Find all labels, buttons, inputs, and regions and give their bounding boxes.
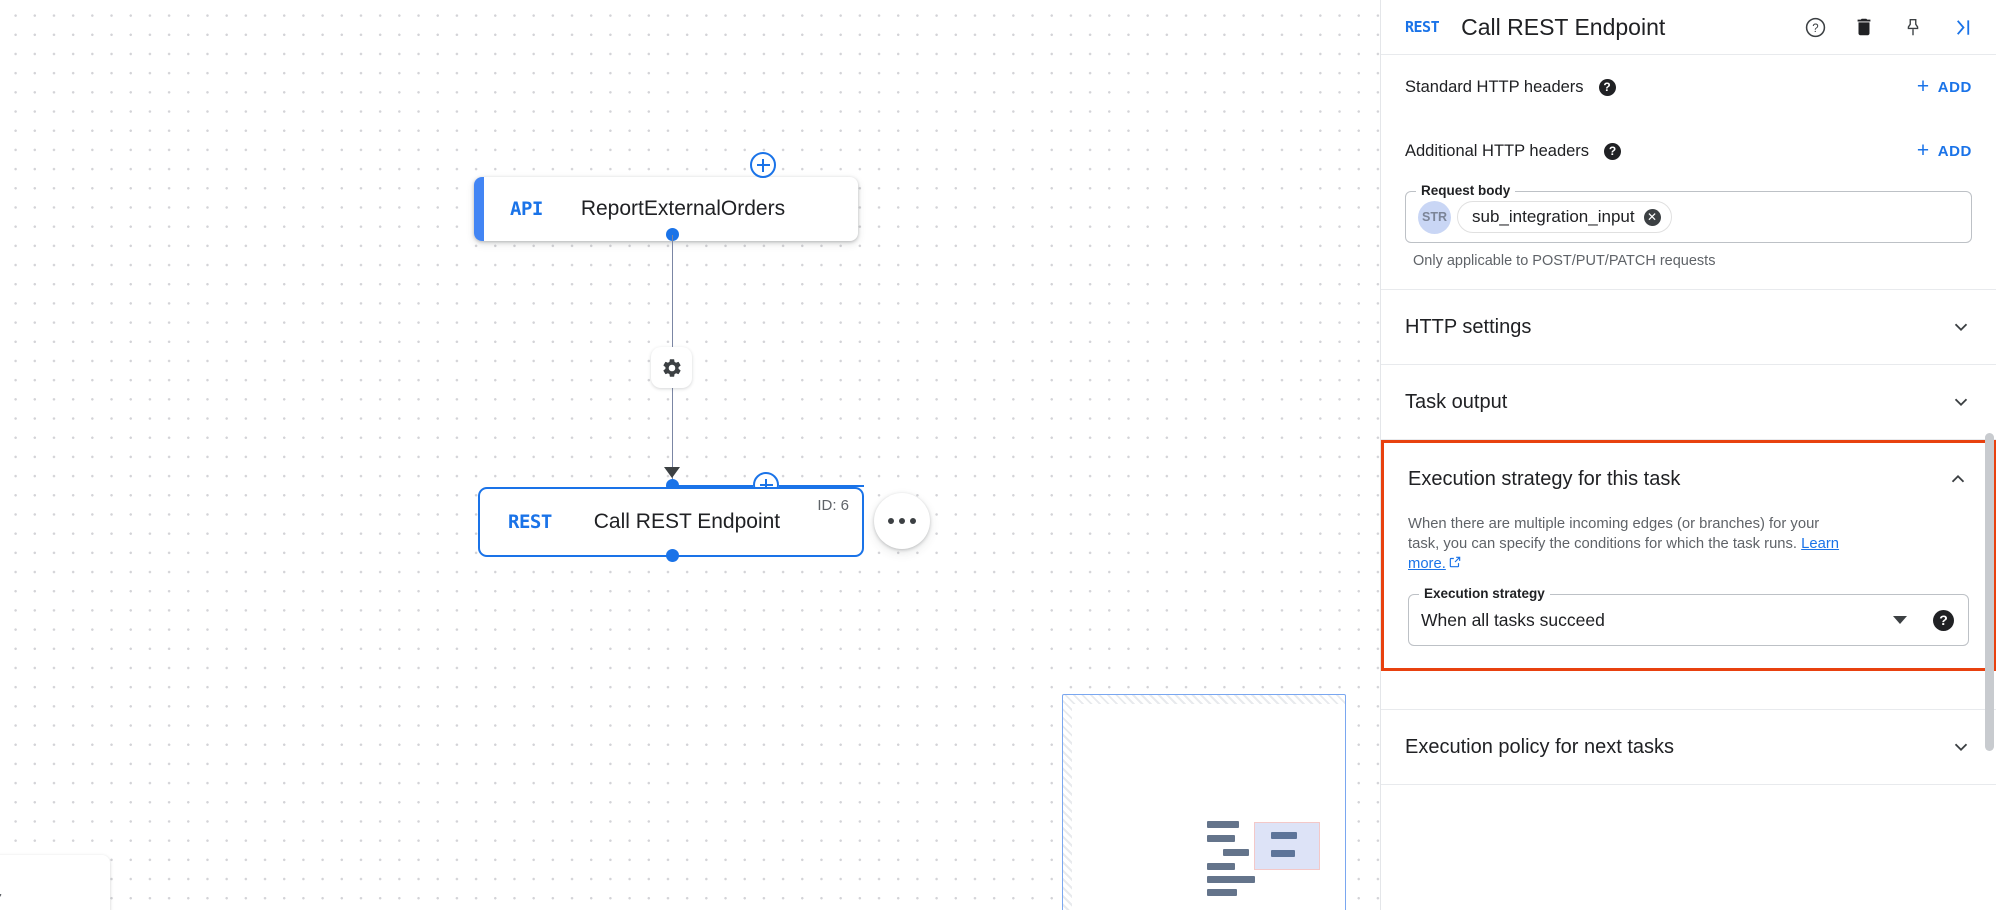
workflow-canvas[interactable]: D: 7 API ReportExternalOrders REST Call … xyxy=(0,0,1380,910)
plus-icon: + xyxy=(1916,139,1930,162)
request-body-helper-text: Only applicable to POST/PUT/PATCH reques… xyxy=(1413,253,1716,269)
learn-more-label: Learn more. xyxy=(1408,535,1840,572)
preview-highlight-box xyxy=(1254,822,1320,870)
execution-strategy-select-legend: Execution strategy xyxy=(1419,586,1550,602)
divider xyxy=(1381,784,1996,786)
edge-settings-button[interactable] xyxy=(651,347,692,388)
execution-strategy-section[interactable]: Execution strategy for this task When th… xyxy=(1381,440,1996,672)
chevron-down-icon[interactable] xyxy=(1950,316,1972,338)
divider xyxy=(1381,364,1996,365)
node-more-options-button[interactable] xyxy=(874,493,930,549)
node-label: ReportExternalOrders xyxy=(580,197,786,220)
description-line-1: When there are multiple incoming edges (… xyxy=(1408,516,1820,552)
page-title: Call REST Endpoint xyxy=(1461,13,1666,40)
more-dot xyxy=(910,518,916,524)
node-output-port-rest[interactable] xyxy=(666,549,679,562)
chevron-down-icon[interactable] xyxy=(1950,736,1972,758)
additional-http-headers-label: Additional HTTP headers xyxy=(1405,141,1590,160)
node-top-rail-right xyxy=(779,484,864,487)
request-body-legend: Request body xyxy=(1416,183,1516,198)
add-additional-header-button[interactable]: + ADD xyxy=(1916,139,1972,162)
trash-icon[interactable] xyxy=(1852,15,1876,39)
gear-icon xyxy=(662,358,681,377)
pin-icon[interactable] xyxy=(1901,15,1925,39)
node-accent-bar xyxy=(474,177,484,241)
edge-arrowhead xyxy=(664,467,680,478)
section-task-output-title: Task output xyxy=(1405,390,1508,413)
node-call-rest-endpoint[interactable]: REST Call REST Endpoint ID: 6 xyxy=(478,487,864,557)
additional-http-headers-row: Additional HTTP headers ? + ADD xyxy=(1381,119,1996,183)
divider xyxy=(1381,709,1996,711)
plus-icon: + xyxy=(1916,75,1930,98)
node-top-rail-left xyxy=(678,484,753,487)
task-config-panel: REST Call REST Endpoint ? Stand xyxy=(1380,0,1996,910)
add-additional-header-label: ADD xyxy=(1937,142,1972,160)
add-node-button-api[interactable] xyxy=(750,152,776,178)
help-circle-icon[interactable]: ? xyxy=(1803,15,1827,39)
request-body-type-chip: STR xyxy=(1418,200,1451,234)
help-icon[interactable]: ? xyxy=(1598,78,1616,96)
standard-http-headers-label: Standard HTTP headers xyxy=(1405,77,1584,96)
more-dot xyxy=(899,518,905,524)
chevron-down-icon[interactable] xyxy=(1893,616,1907,625)
standard-http-headers-row: Standard HTTP headers ? + ADD xyxy=(1381,55,1996,119)
section-http-settings-title: HTTP settings xyxy=(1405,315,1532,338)
execution-strategy-selected-value: When all tasks succeed xyxy=(1421,609,1605,630)
section-task-output[interactable]: Task output xyxy=(1381,365,1996,439)
offscreen-node-id: D: 7 xyxy=(0,891,2,908)
divider xyxy=(1381,289,1996,290)
panel-header: REST Call REST Endpoint ? xyxy=(1381,0,1996,55)
collapse-panel-icon[interactable] xyxy=(1950,15,1974,39)
chevron-down-icon[interactable] xyxy=(1950,391,1972,413)
panel-body[interactable]: Standard HTTP headers ? + ADD Additional… xyxy=(1381,55,1996,910)
execution-strategy-description: When there are multiple incoming edges (… xyxy=(1408,515,1840,575)
learn-more-link[interactable]: Learn more. xyxy=(1408,536,1839,572)
node-id-label: ID: 6 xyxy=(817,497,849,514)
help-icon[interactable]: ? xyxy=(1933,609,1954,631)
node-type-badge: REST xyxy=(508,511,552,533)
divider xyxy=(1381,439,1996,440)
execution-strategy-select[interactable]: Execution strategy When all tasks succee… xyxy=(1408,586,1969,647)
section-execution-policy-title: Execution policy for next tasks xyxy=(1405,735,1675,758)
chevron-up-icon[interactable] xyxy=(1947,468,1969,490)
node-type-badge: API xyxy=(510,198,543,220)
panel-scrollbar[interactable] xyxy=(1985,433,1994,751)
canvas-preview-panel[interactable] xyxy=(1062,694,1346,910)
preview-illustration xyxy=(1207,819,1322,896)
offscreen-node[interactable]: D: 7 xyxy=(0,855,110,910)
node-output-port-api[interactable] xyxy=(666,228,679,241)
execution-strategy-title: Execution strategy for this task xyxy=(1408,467,1681,490)
section-http-settings[interactable]: HTTP settings xyxy=(1381,290,1996,364)
help-icon[interactable]: ? xyxy=(1604,142,1622,160)
panel-type-badge: REST xyxy=(1405,18,1440,36)
panel-header-actions: ? xyxy=(1803,15,1974,39)
section-execution-policy[interactable]: Execution policy for next tasks xyxy=(1381,710,1996,784)
request-body-variable-label: sub_integration_input xyxy=(1472,207,1635,226)
add-standard-header-button[interactable]: + ADD xyxy=(1916,75,1972,98)
more-dot xyxy=(888,518,894,524)
close-icon[interactable]: ✕ xyxy=(1643,208,1661,226)
preview-inner xyxy=(1072,704,1345,910)
request-body-variable-chip[interactable]: sub_integration_input ✕ xyxy=(1457,201,1672,233)
add-standard-header-label: ADD xyxy=(1937,78,1972,96)
description-line-2: you can specify the conditions for which… xyxy=(1443,535,1798,552)
node-label: Call REST Endpoint xyxy=(593,510,781,533)
request-body-field[interactable]: Request body STR sub_integration_input ✕ xyxy=(1405,183,1972,243)
external-link-icon[interactable] xyxy=(1448,555,1462,576)
svg-text:?: ? xyxy=(1812,22,1818,34)
